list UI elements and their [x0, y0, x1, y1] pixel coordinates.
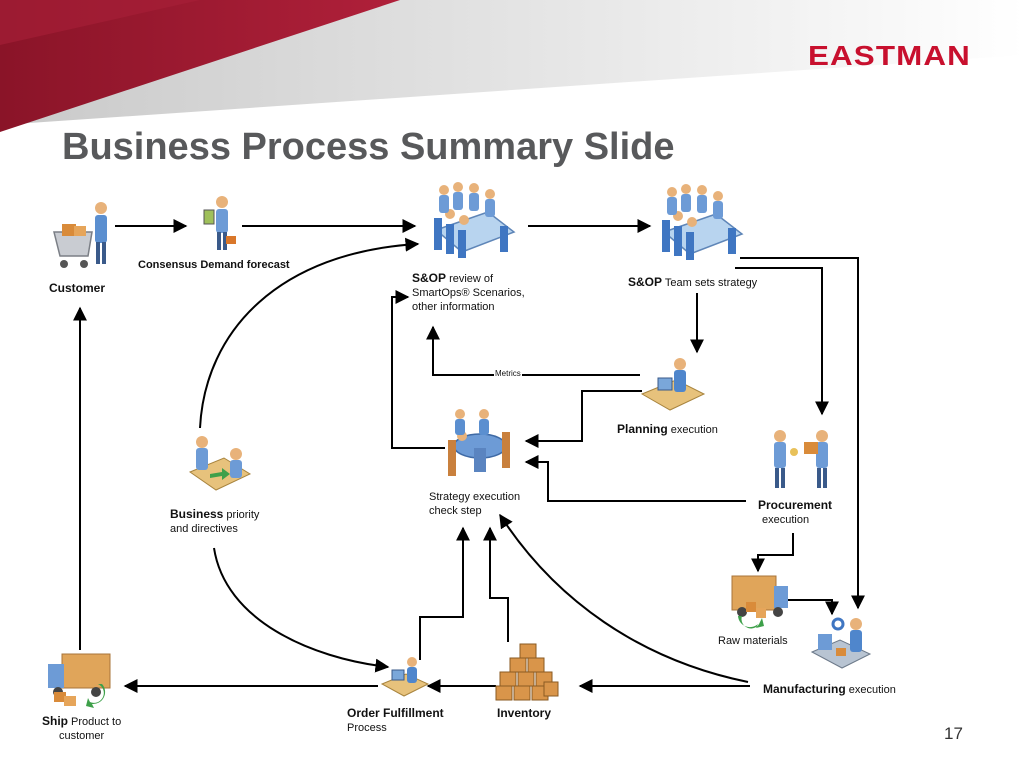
sop-review-line2: SmartOps® Scenarios, — [412, 287, 525, 299]
arrow-sop-team-to-manufacturing — [740, 257, 865, 610]
business-rest: priority — [223, 509, 260, 521]
arrow-manufacturing-to-strategy-check — [499, 513, 749, 683]
strategy-check-label: Strategy execution check step — [429, 490, 520, 518]
arrow-strategy-check-to-sop-review — [391, 290, 445, 449]
arrow-planning-to-strategy-check — [524, 390, 642, 448]
sop-review-rest: review of — [446, 273, 494, 285]
metrics-label: Metrics — [494, 369, 522, 378]
ship-rest: Product to — [68, 716, 122, 728]
business-label: Business priority and directives — [170, 507, 259, 536]
planning-rest: execution — [667, 424, 718, 436]
procurement-line2: execution — [762, 514, 810, 526]
eastman-logo: EASTMAN — [808, 40, 971, 71]
arrow-business-to-sop-review — [199, 237, 420, 429]
sop-team-bold: S&OP — [628, 275, 663, 289]
arrow-inventory-to-strategy-check — [483, 526, 509, 642]
person-at-desk-icon — [640, 358, 706, 411]
strategy-check-line2: check step — [429, 505, 482, 517]
two-people-at-desk-icon — [188, 436, 252, 491]
arrow-metrics-to-sop-review — [426, 325, 640, 376]
arrow-sop-team-to-procurement — [735, 267, 829, 416]
person-at-computer-icon — [380, 657, 430, 697]
factory-worker-icon — [810, 617, 872, 669]
manufacturing-rest: execution — [845, 684, 896, 696]
ship-bold: Ship — [42, 714, 68, 728]
header-banner — [0, 0, 1024, 132]
banner-red-highlight — [0, 0, 200, 45]
order-fulfillment-bold: Order Fulfillment — [347, 706, 444, 720]
customer-label: Customer — [49, 281, 106, 295]
sop-review-label: S&OP review of SmartOps® Scenarios, othe… — [412, 271, 525, 314]
meeting-group-icon — [662, 184, 744, 260]
manufacturing-bold: Manufacturing — [763, 682, 846, 696]
business-line2: and directives — [170, 523, 238, 535]
procurement-label: Procurement execution — [758, 498, 832, 527]
arrow-procurement-to-strategy-check — [524, 455, 746, 502]
page-title: Business Process Summary Slide — [62, 126, 675, 168]
planning-label: Planning execution — [617, 422, 718, 437]
person-with-briefcase-icon — [203, 196, 236, 250]
order-fulfillment-label: Order Fulfillment Process — [347, 706, 444, 735]
people-exchanging-package-icon — [774, 430, 828, 488]
ship-label: Ship Product to customer — [42, 714, 121, 743]
meeting-group-icon — [434, 182, 516, 258]
sop-team-label: S&OP Team sets strategy — [628, 275, 757, 290]
arrow-procurement-to-raw-materials — [751, 533, 794, 573]
manufacturing-label: Manufacturing execution — [763, 682, 896, 697]
arrow-raw-materials-to-manufacturing — [785, 599, 839, 616]
consensus-label: Consensus Demand forecast — [138, 259, 290, 271]
banner-red-shape — [0, 0, 400, 132]
sop-review-bold: S&OP — [412, 271, 447, 285]
shopping-cart-person-icon — [53, 202, 107, 268]
arrow-business-to-order-fulfillment — [213, 547, 390, 673]
stacked-boxes-icon — [495, 643, 559, 701]
sop-review-line3: other information — [412, 301, 495, 313]
arrow-order-fulfillment-to-strategy-check — [419, 526, 470, 660]
sop-team-rest: Team sets strategy — [662, 277, 758, 289]
delivery-truck-icon — [731, 575, 788, 629]
ship-line2: customer — [58, 730, 105, 742]
business-bold: Business — [170, 507, 224, 521]
raw-materials-label: Raw materials — [718, 635, 788, 647]
planning-bold: Planning — [617, 422, 668, 436]
page-number: 17 — [944, 724, 963, 743]
procurement-bold: Procurement — [758, 498, 833, 512]
strategy-check-line1: Strategy execution — [429, 491, 521, 503]
shipping-truck-icon — [48, 653, 111, 708]
order-fulfillment-line2: Process — [347, 722, 387, 734]
round-table-meeting-icon — [448, 409, 510, 476]
inventory-label: Inventory — [497, 706, 552, 720]
